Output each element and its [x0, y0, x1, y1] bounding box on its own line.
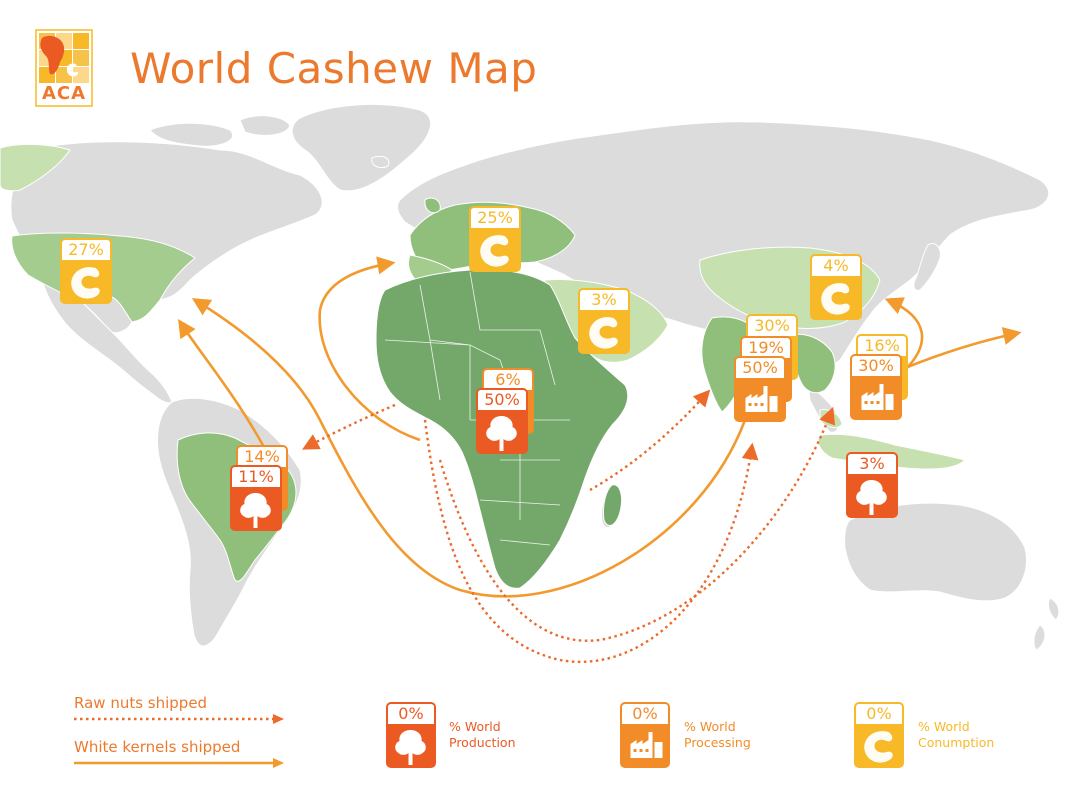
badge-indonesia-production: 3%: [846, 452, 898, 518]
legend-consumption-line1: % World: [918, 719, 970, 734]
badge-percent: 25%: [471, 208, 519, 228]
tree-icon: [395, 730, 426, 765]
factory-icon: [745, 386, 778, 412]
badge-percent: 19%: [742, 338, 790, 358]
legend-badge-percent: 0%: [388, 704, 434, 724]
legend-raw-nuts-label: Raw nuts shipped: [74, 694, 208, 712]
badge-percent: 3%: [848, 454, 896, 474]
badge-percent: 11%: [232, 467, 280, 487]
badge-percent: 30%: [748, 316, 796, 336]
legend-white-kernels-label: White kernels shipped: [74, 738, 241, 756]
badge-africa-production: 50%: [476, 388, 528, 454]
badge-percent: 14%: [238, 447, 286, 467]
badge-percent: 3%: [580, 290, 628, 310]
legend-badge-percent: 0%: [622, 704, 668, 724]
legend-consumption-label: % World Conumption: [918, 719, 1028, 751]
tree-icon: [856, 480, 887, 515]
factory-icon: [630, 732, 663, 758]
cashew-icon: [71, 267, 100, 299]
legend-white-kernels-arrow: [74, 758, 284, 768]
badge-percent: 6%: [484, 370, 532, 390]
raw-route-africa-india-north: [589, 389, 711, 492]
aca-logo: [35, 29, 93, 107]
legend-badge-processing: 0%: [620, 702, 670, 768]
tree-icon: [486, 416, 517, 451]
legend-raw-nuts-arrow: [74, 714, 284, 724]
legend-badge-production: 0%: [386, 702, 436, 768]
badge-vietnam-processing: 30%: [850, 354, 902, 420]
badge-percent: 16%: [858, 336, 906, 356]
badge-percent: 4%: [812, 256, 860, 276]
page-title: World Cashew Map: [130, 44, 538, 93]
cashew-icon: [589, 317, 618, 349]
legend-processing-line2: Processing: [684, 735, 751, 750]
badge-percent: 50%: [478, 390, 526, 410]
factory-icon: [861, 384, 894, 410]
badge-middle-east-consumption: 3%: [578, 288, 630, 354]
kernel-route-brazil-usa: [177, 318, 274, 463]
legend-production-line1: % World: [449, 719, 501, 734]
cashew-icon: [864, 731, 893, 763]
badge-india-production: 50%: [734, 356, 786, 422]
legend-badge-consumption: 0%: [854, 702, 904, 768]
legend-production-line2: Production: [449, 735, 516, 750]
badge-brazil-production: 11%: [230, 465, 282, 531]
legend-consumption-line2: Conumption: [918, 735, 995, 750]
legend-processing-label: % World Processing: [684, 719, 794, 751]
raw-route-africa-brazil: [302, 403, 396, 450]
tree-icon: [240, 493, 271, 528]
cashew-icon: [480, 235, 509, 267]
kernel-route-vietnam-east: [904, 327, 1022, 370]
legend-production-label: % World Production: [449, 719, 559, 751]
kernel-route-india-usa: [191, 298, 747, 598]
badge-percent: 50%: [736, 358, 784, 378]
badge-usa-consumption: 27%: [60, 238, 112, 304]
raw-route-africa-vietnam: [438, 406, 836, 642]
badge-percent: 27%: [62, 240, 110, 260]
raw-route-africa-india: [423, 419, 759, 663]
badge-europe-consumption: 25%: [469, 206, 521, 272]
cashew-icon: [821, 283, 850, 315]
legend-badge-percent: 0%: [856, 704, 902, 724]
badge-percent: 30%: [852, 356, 900, 376]
kernel-route-africa-europe: [318, 256, 421, 442]
badge-china-consumption: 4%: [810, 254, 862, 320]
legend-processing-line1: % World: [684, 719, 736, 734]
kernel-route-vietnam-china: [884, 297, 924, 371]
